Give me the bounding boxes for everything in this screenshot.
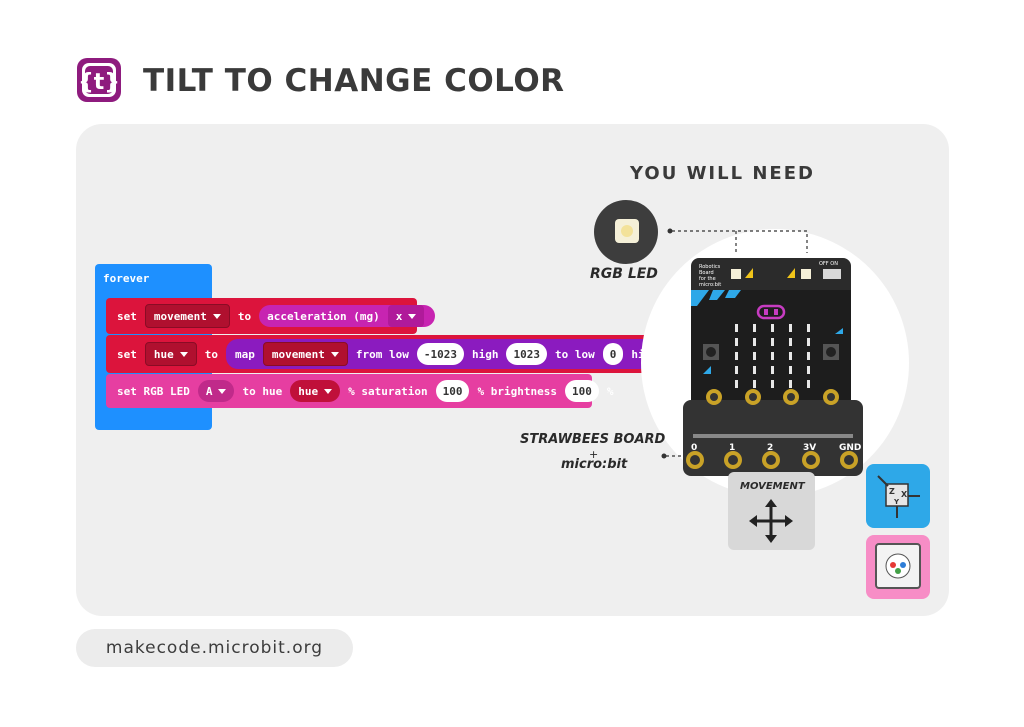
svg-text:micro:bit: micro:bit: [699, 282, 721, 288]
caret-down-icon: [212, 313, 221, 319]
high-label: high: [471, 347, 499, 361]
rgb-led-label: RGB LED: [590, 266, 658, 282]
to-keyword: to: [204, 347, 218, 361]
from-low-label: from low: [355, 347, 409, 361]
svg-text:Y: Y: [893, 498, 900, 506]
pin-label: 1: [729, 443, 735, 453]
move-arrows-icon: [749, 499, 793, 543]
footer-url[interactable]: makecode.microbit.org: [76, 629, 353, 667]
number-input[interactable]: 100: [564, 380, 599, 402]
caret-down-icon: [330, 351, 339, 357]
number-input[interactable]: 100: [435, 380, 470, 402]
pin-label: 3V: [803, 443, 816, 453]
set-rgb-led-block[interactable]: set RGB LED A to hue hue % saturation 10…: [106, 374, 613, 408]
board-text: Robotics: [699, 264, 721, 270]
microbit-board: Robotics Board for the micro:bit OFF ON …: [683, 258, 863, 476]
svg-text:X: X: [901, 490, 908, 499]
percent-label: %: [606, 384, 614, 398]
set-keyword: set: [117, 347, 137, 361]
number-input[interactable]: -1023: [416, 343, 464, 365]
map-keyword: map: [235, 347, 255, 361]
caret-down-icon: [408, 313, 417, 319]
set-keyword: set: [117, 309, 137, 323]
set-hue-block[interactable]: set hue to map movement from low -1023 h…: [106, 335, 707, 373]
number-input[interactable]: 1023: [506, 343, 547, 365]
connector-line-board: [661, 453, 694, 459]
set-movement-block[interactable]: set movement to acceleration (mg) x: [106, 298, 436, 334]
strawbees-board-label: STRAWBEES BOARD: [520, 432, 666, 447]
to-low-label: to low: [554, 347, 595, 361]
rgb-dots-icon: [885, 553, 911, 579]
forever-label: forever: [103, 272, 150, 285]
acceleration-block[interactable]: acceleration (mg) x: [259, 305, 436, 327]
led-dropdown[interactable]: A: [197, 380, 235, 402]
set-rgb-led-keyword: set RGB LED: [117, 384, 190, 398]
caret-down-icon: [218, 388, 227, 394]
movement-label: MOVEMENT: [740, 481, 805, 492]
svg-text:for the: for the: [699, 276, 716, 282]
svg-text:Board: Board: [699, 270, 714, 276]
connector-lines: [667, 228, 808, 253]
microbit-label: micro:bit: [561, 457, 628, 472]
plus-label: +: [589, 448, 599, 461]
caret-down-icon: [179, 351, 188, 357]
svg-text:Z: Z: [889, 487, 895, 496]
switch-label: OFF ON: [819, 261, 838, 267]
pin-label: GND: [839, 443, 861, 453]
saturation-label: % saturation: [348, 384, 428, 398]
you-will-need-heading: YOU WILL NEED: [630, 163, 815, 184]
caret-down-icon: [324, 388, 333, 394]
map-block[interactable]: map movement from low -1023 high 1023 to…: [226, 339, 707, 369]
axis-cube-icon: Z X Y: [877, 475, 920, 518]
pin-label: 2: [767, 443, 773, 453]
variable-dropdown[interactable]: movement: [144, 304, 230, 328]
to-keyword: to: [237, 309, 252, 323]
pin-label: 0: [691, 443, 697, 453]
braces-logo-icon: {t}: [77, 58, 121, 102]
rgb-led-light: [621, 225, 633, 237]
axis-dropdown[interactable]: x: [387, 305, 425, 327]
to-hue-label: to hue: [242, 384, 283, 398]
brightness-label: % brightness: [477, 384, 557, 398]
variable-dropdown[interactable]: hue: [290, 380, 341, 402]
variable-dropdown[interactable]: hue: [144, 342, 197, 366]
number-input[interactable]: 0: [602, 343, 624, 365]
variable-dropdown[interactable]: movement: [262, 342, 348, 366]
svg-text:{t}: {t}: [78, 70, 120, 95]
page-title: TILT TO CHANGE COLOR: [143, 63, 565, 99]
